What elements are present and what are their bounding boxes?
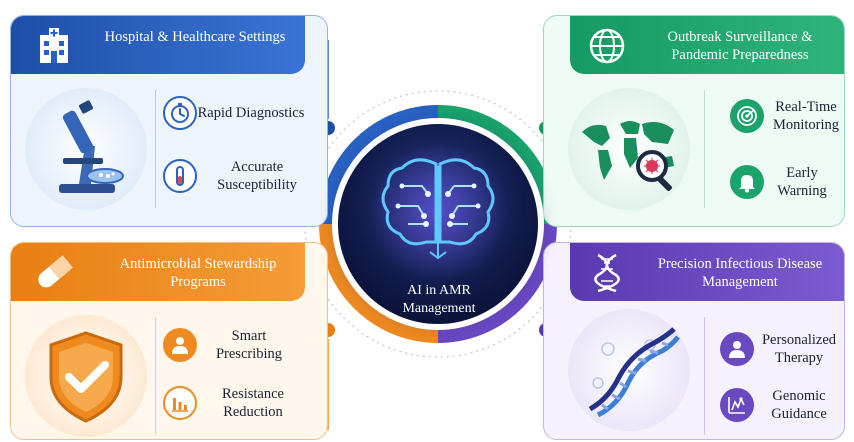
panel-hospital: Hospital & Healthcare Settings Rapid Dia…	[10, 15, 328, 227]
divider	[155, 317, 156, 435]
panel-title: Antimicrobial Stewardship Programs	[119, 256, 277, 290]
panel-precision: Precision Infectious Disease Management …	[543, 242, 845, 440]
bar-chart-icon	[163, 386, 197, 420]
item-genomic-guidance: Genomic Guidance	[720, 387, 844, 423]
item-early-warning: Early Warning	[730, 164, 840, 200]
item-real-time-monitoring: Real-Time Monitoring	[730, 98, 844, 134]
panel-title: Precision Infectious Disease Management	[657, 256, 823, 290]
divider	[155, 90, 156, 208]
panel-header: Outbreak Surveillance & Pandemic Prepare…	[570, 16, 844, 74]
item-label: Accurate Susceptibility	[217, 159, 297, 193]
pill-icon	[23, 250, 85, 296]
item-label: Resistance Reduction	[221, 386, 284, 420]
panel-outbreak: Outbreak Surveillance & Pandemic Prepare…	[543, 15, 845, 227]
radar-icon	[730, 99, 764, 133]
item-label: Smart Prescribing	[215, 328, 283, 362]
item-label: Early Warning	[777, 165, 827, 199]
center-hub	[338, 124, 538, 324]
divider	[704, 317, 705, 435]
world-map-magnifier-icon	[568, 88, 690, 210]
dna-icon	[576, 250, 638, 296]
stopwatch-icon	[163, 96, 197, 130]
item-rapid-diagnostics: Rapid Diagnostics	[163, 96, 305, 130]
item-label: Real-Time Monitoring	[772, 99, 840, 133]
item-label: Personalized Therapy	[761, 332, 837, 366]
hospital-icon	[23, 23, 85, 69]
item-smart-prescribing: Smart Prescribing	[163, 327, 301, 363]
item-accurate-susceptibility: Accurate Susceptibility	[163, 158, 317, 194]
shield-check-icon	[25, 315, 147, 437]
panel-title: Outbreak Surveillance & Pandemic Prepare…	[667, 29, 813, 63]
globe-icon	[576, 23, 638, 69]
panel-title: Hospital & Healthcare Settings	[104, 29, 286, 45]
item-resistance-reduction: Resistance Reduction	[163, 385, 309, 421]
item-label: Rapid Diagnostics	[197, 105, 305, 121]
item-label: Genomic Guidance	[771, 388, 827, 422]
test-tube-icon	[163, 159, 197, 193]
genome-chart-icon	[720, 388, 754, 422]
panel-header: Antimicrobial Stewardship Programs	[11, 243, 305, 301]
panel-stewardship: Antimicrobial Stewardship Programs Smart…	[10, 242, 328, 440]
item-personalized-therapy: Personalized Therapy	[720, 331, 844, 367]
center-label: AI in AMR Management	[402, 283, 476, 316]
divider	[704, 90, 705, 208]
panel-header: Precision Infectious Disease Management	[570, 243, 844, 301]
dna-helix-icon	[568, 309, 690, 431]
brain-circuit-icon	[368, 142, 508, 282]
person-icon	[163, 328, 197, 362]
microscope-icon	[25, 88, 147, 210]
bell-icon	[730, 165, 764, 199]
panel-header: Hospital & Healthcare Settings	[11, 16, 305, 74]
person-icon	[720, 332, 754, 366]
